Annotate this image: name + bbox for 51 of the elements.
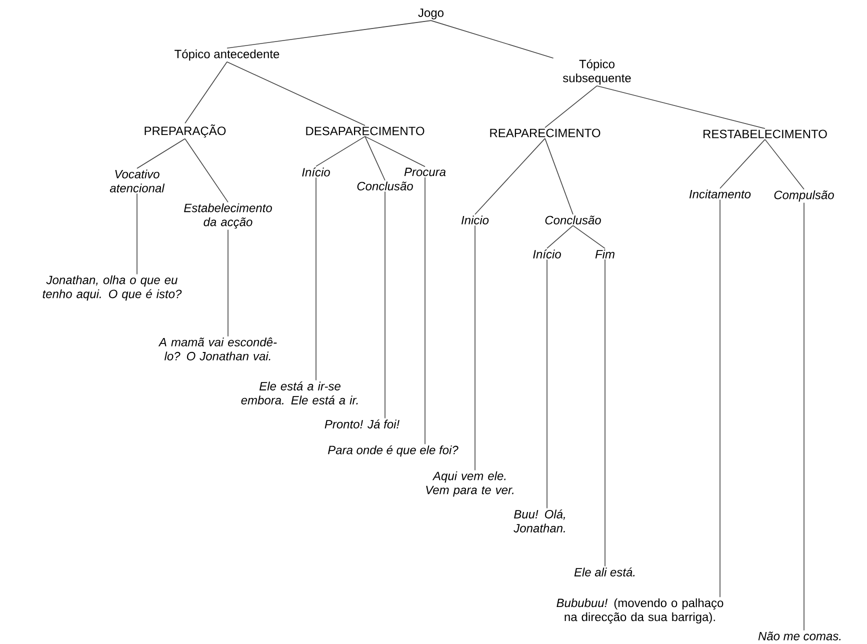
stem-line <box>424 176 426 445</box>
utterance-text: Bububuu! (movendo o palhaço na direcção da sua barriga). <box>556 598 724 624</box>
utterance-text: Aqui vem ele. Vem para te ver. <box>426 471 514 497</box>
category-label: Jogo <box>418 8 444 20</box>
stem-line <box>136 193 138 275</box>
subcategory-label: Início <box>302 168 330 176</box>
branch-line <box>226 20 432 49</box>
stem-line <box>384 191 386 419</box>
category-label: PREPARAÇÃO <box>144 124 226 138</box>
subcategory-label: Início <box>533 250 561 258</box>
utterance-text: Para onde é que ele foi? <box>328 445 458 457</box>
subcategory-label: Estabelecimento da acção <box>184 203 272 229</box>
branch-line <box>316 136 366 167</box>
branch-line <box>596 85 766 129</box>
branch-line <box>474 138 546 215</box>
branch-line <box>364 136 386 181</box>
category-label: DESAPARECIMENTO <box>306 126 424 136</box>
branch-line <box>546 225 574 249</box>
branch-line <box>184 61 228 124</box>
branch-line <box>720 139 766 189</box>
utterance-text: Jonathan, olha o que eu tenho aqui. O que é isto? <box>42 275 182 301</box>
utterance-text: Não me comas. <box>758 632 841 640</box>
utterance-text: Buu! Olá, Jonathan. <box>514 510 565 532</box>
subcategory-label: Vocativo atencional <box>110 170 165 192</box>
utterance-text: Ele ali está. <box>574 568 635 576</box>
branch-line <box>364 136 426 167</box>
branch-line <box>764 139 804 190</box>
branch-line <box>544 85 598 128</box>
branch-line <box>544 138 574 215</box>
utterance-text: Ele está a ir-se embora. Ele está a ir. <box>241 382 358 404</box>
stem-line <box>604 259 606 567</box>
subcategory-label: Fim <box>595 250 614 258</box>
branch-line <box>184 138 228 203</box>
branch-line <box>226 61 366 126</box>
category-label: REAPARECIMENTO <box>490 128 600 138</box>
subcategory-label: Conclusão <box>545 216 601 224</box>
subcategory-label: Incitamento <box>689 190 751 198</box>
branch-line <box>136 138 186 169</box>
subcategory-label: Inicio <box>461 216 489 224</box>
category-label: Tópico subsequente <box>562 59 631 85</box>
category-label: RESTABELECIMENTO <box>704 130 827 138</box>
stem-line <box>546 259 548 509</box>
category-label: Tópico antecedente <box>174 49 280 61</box>
branch-line <box>572 225 606 249</box>
subcategory-label: Procura <box>404 168 446 176</box>
stem-line <box>474 225 476 471</box>
utterance-text: A mamã vai escondê-lo? O Jonathan vai. <box>158 338 277 360</box>
utterance-text: Pronto! Já foi! <box>324 420 400 428</box>
subcategory-label: Compulsão <box>774 190 834 202</box>
subcategory-label: Conclusão <box>357 182 413 190</box>
branch-line <box>430 20 554 59</box>
